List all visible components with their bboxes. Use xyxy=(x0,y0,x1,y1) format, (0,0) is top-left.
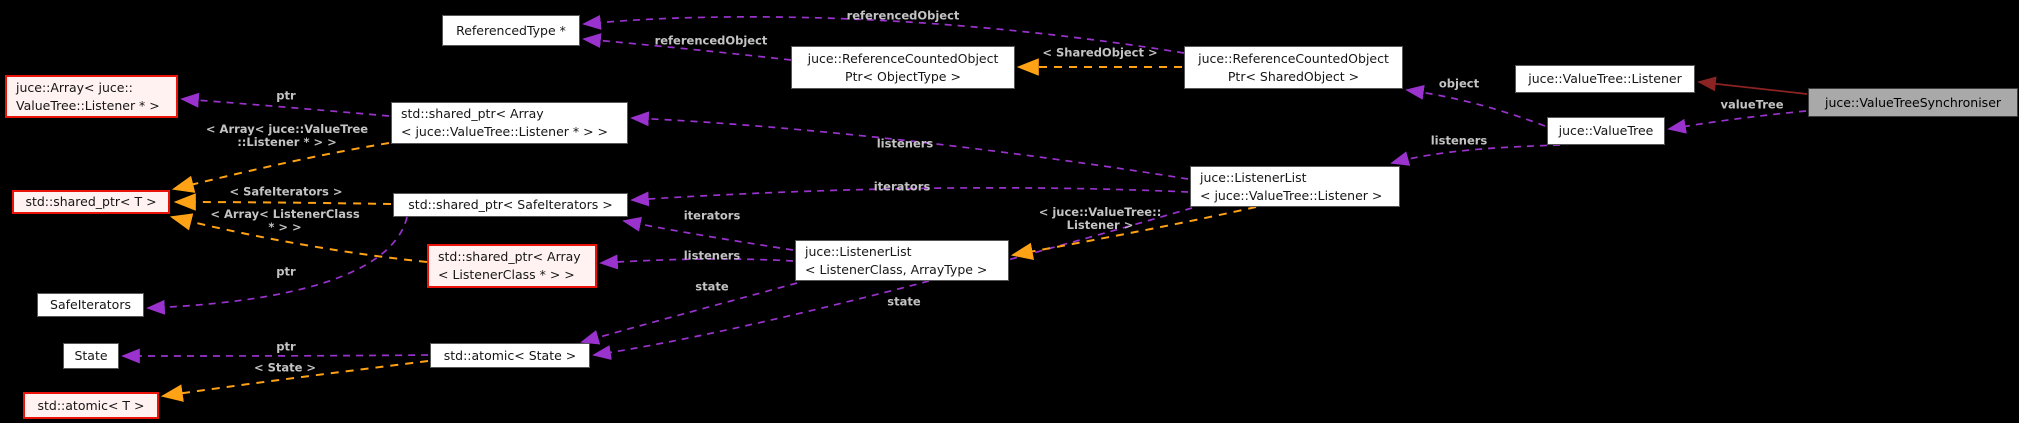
edge-template-valuetree-listener xyxy=(1010,206,1257,261)
edge-label-listeners-valuetree: listeners xyxy=(1430,133,1488,148)
edge-label-ptr-safe-iterators: ptr xyxy=(276,264,296,279)
edge-label-template-safe-iterators: < SafeIterators > xyxy=(229,184,343,199)
edge-label-iterators-generic: iterators xyxy=(683,208,741,223)
edge-label-referenced-object-bottom: referencedObject xyxy=(654,33,768,48)
edge-label-listeners-vtl: listeners xyxy=(876,136,934,151)
node-reference-counted-object-ptr-objecttype[interactable]: juce::ReferenceCountedObject Ptr< Object… xyxy=(791,46,1015,89)
edge-inheritance-synchroniser-listener xyxy=(1697,76,1808,95)
edge-ptr-array xyxy=(180,92,390,117)
edge-state-generic xyxy=(580,282,798,345)
edge-label-template-valuetree-listener: < juce::ValueTree:: Listener > xyxy=(1038,205,1162,232)
edge-label-template-array-vtl: < Array< juce::ValueTree ::Listener * > … xyxy=(205,122,369,149)
node-valuetree-synchroniser: juce::ValueTreeSynchroniser xyxy=(1808,88,2018,117)
edge-listeners-generic xyxy=(599,254,794,270)
edge-label-object: object xyxy=(1438,76,1480,91)
edge-iterators-vtl xyxy=(630,187,1189,207)
node-shared-ptr-safe-iterators: std::shared_ptr< SafeIterators > xyxy=(393,193,628,217)
edge-listeners-vtl xyxy=(630,111,1189,180)
edge-label-iterators-vtl: iterators xyxy=(873,179,931,194)
edge-referenced-object-top xyxy=(582,14,1185,54)
edge-ptr-safe-iterators xyxy=(146,216,408,315)
edge-label-template-state: < State > xyxy=(253,360,317,375)
edge-label-state-vtl: state xyxy=(887,294,921,309)
edge-template-state xyxy=(160,360,429,402)
node-listener-list-generic[interactable]: juce::ListenerList < ListenerClass, Arra… xyxy=(795,240,1009,281)
node-shared-ptr-array-listener-class: std::shared_ptr< Array < ListenerClass *… xyxy=(427,244,597,288)
node-atomic-state: std::atomic< State > xyxy=(430,343,590,368)
edge-label-valuetree-member: valueTree xyxy=(1720,97,1784,112)
edge-ptr-state xyxy=(121,348,429,364)
edge-valuetree-member xyxy=(1667,110,1807,134)
node-valuetree[interactable]: juce::ValueTree xyxy=(1547,117,1665,145)
edge-label-listeners-generic: listeners xyxy=(683,248,741,263)
edge-object xyxy=(1405,84,1546,127)
node-referenced-type: ReferencedType * xyxy=(442,15,580,46)
edge-label-template-array-listener-class: < Array< ListenerClass * > > xyxy=(210,207,360,234)
node-atomic-t: std::atomic< T > xyxy=(23,392,159,419)
edge-label-state-generic: state xyxy=(695,279,729,294)
node-juce-array-valuetree-listener[interactable]: juce::Array< juce:: ValueTree::Listener … xyxy=(5,75,178,118)
node-shared-ptr-array-valuetree-listener: std::shared_ptr< Array < juce::ValueTree… xyxy=(391,102,628,144)
node-reference-counted-object-ptr-sharedobject[interactable]: juce::ReferenceCountedObject Ptr< Shared… xyxy=(1184,46,1403,89)
node-safe-iterators: SafeIterators xyxy=(37,293,144,317)
node-state: State xyxy=(63,343,119,369)
node-shared-ptr-t: std::shared_ptr< T > xyxy=(12,190,170,214)
edge-referenced-object-bottom xyxy=(582,33,792,61)
edge-label-referenced-object-top: referencedObject xyxy=(846,8,960,23)
node-valuetree-listener[interactable]: juce::ValueTree::Listener xyxy=(1515,65,1695,93)
node-listener-list-valuetree-listener[interactable]: juce::ListenerList < juce::ValueTree::Li… xyxy=(1190,166,1400,207)
edge-label-template-shared-object: < SharedObject > xyxy=(1042,45,1158,60)
edge-label-ptr-array: ptr xyxy=(276,88,296,103)
edge-template-array-vtl xyxy=(171,142,390,193)
edge-iterators-generic xyxy=(622,216,794,251)
edge-listeners-valuetree xyxy=(1390,144,1561,166)
edge-state-vtl xyxy=(592,207,1193,360)
edge-label-ptr-state: ptr xyxy=(276,339,296,354)
edge-template-safe-iterators xyxy=(173,193,392,211)
edge-template-array-listener-class xyxy=(169,213,428,263)
